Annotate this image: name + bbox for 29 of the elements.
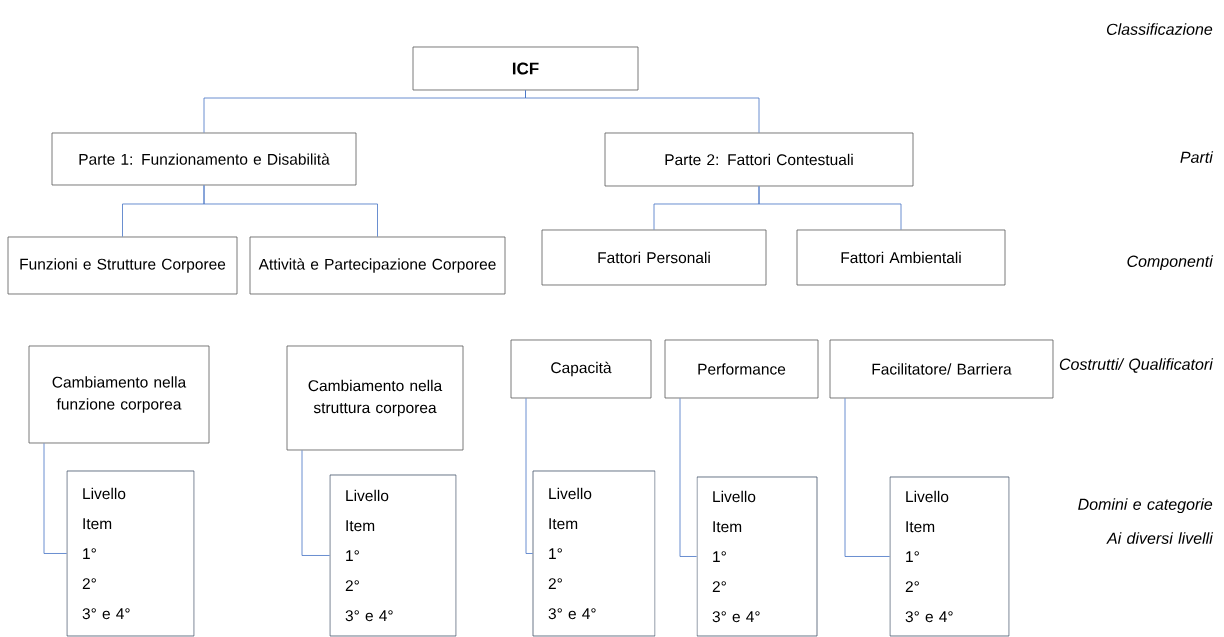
level-list-box: Livello Item 1° 2° 3° e 4° — [696, 476, 818, 637]
category-box: Fattori Personali — [541, 229, 767, 286]
connector-line — [844, 398, 890, 557]
level-list-box: Livello Item 1° 2° 3° e 4° — [889, 476, 1010, 637]
category-box: Parte 2: Fattori Contestuali — [604, 132, 914, 187]
category-box: Capacità — [510, 339, 652, 399]
level-list-box: Livello Item 1° 2° 3° e 4° — [532, 470, 656, 637]
connector-line — [525, 90, 760, 133]
classification-box: ICF — [412, 46, 639, 91]
level-label: Componenti — [1127, 255, 1214, 271]
category-box: Cambiamento nella funzione corporea — [28, 345, 210, 444]
category-box: Funzioni e Strutture Corporee — [7, 236, 238, 295]
level-label: Classificazione — [1106, 23, 1213, 35]
connector-line — [679, 398, 697, 557]
connector-line — [525, 398, 533, 554]
category-box: Parte 1: Funzionamento e Disabilità — [51, 132, 357, 186]
category-box: Attività e Partecipazione Corporee — [249, 236, 506, 295]
connector-line — [43, 443, 67, 554]
connector-line — [301, 450, 330, 556]
category-box: Fattori Ambientali — [796, 229, 1006, 286]
category-box: Cambiamento nella struttura corporea — [286, 345, 464, 451]
category-box: Facilitatore/ Barriera — [829, 339, 1054, 399]
level-label: Parti — [1180, 151, 1214, 163]
connector-line — [758, 186, 902, 230]
level-list-box: Livello Item 1° 2° 3° e 4° — [66, 470, 195, 637]
level-label: Domini e categorie Ai diversi livelli — [1078, 498, 1214, 544]
level-list-box: Livello Item 1° 2° 3° e 4° — [329, 474, 457, 637]
category-box: Performance — [664, 339, 819, 399]
connector-line — [203, 185, 378, 237]
